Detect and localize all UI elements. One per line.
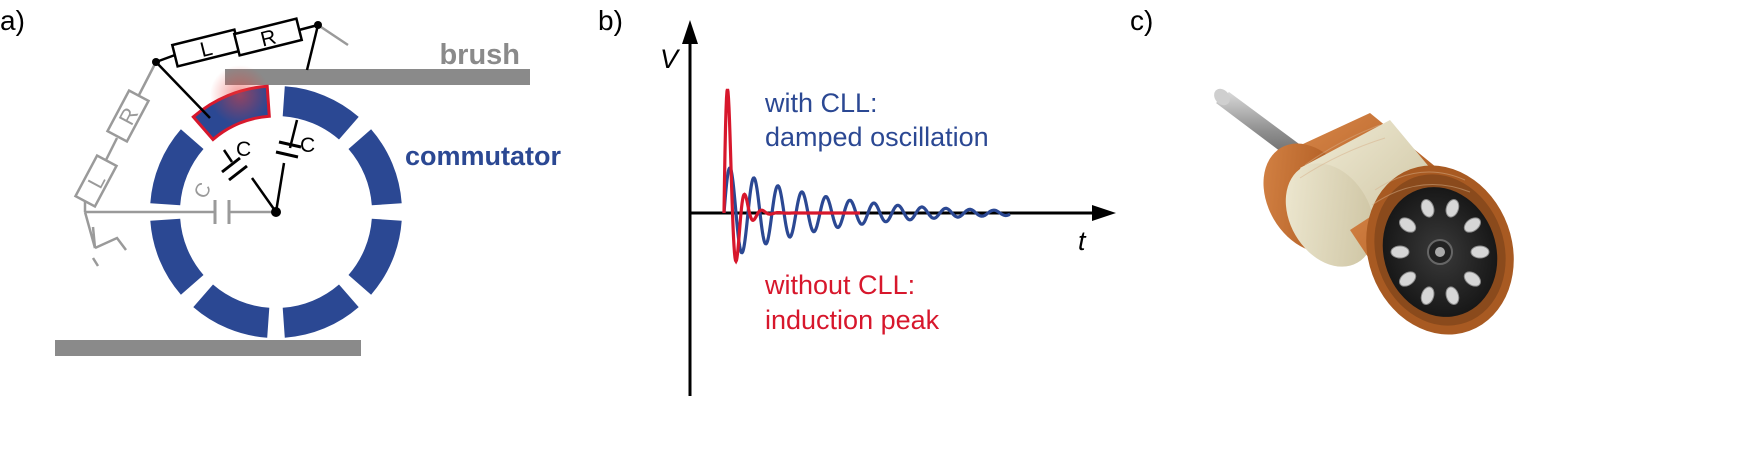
capacitor-right: C <box>275 134 315 159</box>
inductor-label: L <box>198 37 215 62</box>
node-right <box>314 21 322 29</box>
solder-tab <box>1399 217 1417 233</box>
capacitor-label-right: C <box>300 134 315 157</box>
solder-tab <box>1420 286 1435 305</box>
solder-tab <box>1399 271 1417 287</box>
commutator-segment <box>282 86 359 140</box>
y-axis-arrow <box>682 20 698 44</box>
faded-circuit <box>83 61 276 267</box>
solder-tab <box>1445 286 1460 305</box>
with-cll-desc: damped oscillation <box>765 122 989 152</box>
panel-c: c) <box>1130 5 1514 335</box>
panel-c-label: c) <box>1130 5 1153 36</box>
panel-a: a) brush commutator R L <box>0 5 562 356</box>
faded-inductor: L <box>73 153 119 209</box>
commutator-segment <box>282 284 359 338</box>
commutator-label: commutator <box>405 141 562 171</box>
without-cll-desc: induction peak <box>765 305 940 335</box>
motor-rotor-photo <box>1214 88 1514 335</box>
faded-capacitor: C <box>190 179 231 224</box>
coil-windings <box>1299 124 1471 206</box>
faded-wire-top <box>317 23 349 47</box>
solder-tab <box>1463 217 1481 233</box>
commutator-segment <box>348 218 402 295</box>
center-node <box>271 207 281 217</box>
commutator-tabs <box>1390 199 1490 305</box>
x-axis-label: t <box>1078 226 1087 256</box>
with-cll-title: with CLL: <box>764 88 878 118</box>
commutator-ring <box>150 84 402 338</box>
spark-glow <box>210 65 270 125</box>
node-left <box>152 58 160 66</box>
bottom-brush <box>55 340 361 356</box>
panel-b: b) V t with CLL: damped oscillation with… <box>598 5 1116 396</box>
curve-without-cll <box>722 88 860 265</box>
resistor-box-L: L <box>170 28 242 68</box>
panel-b-label: b) <box>598 5 623 36</box>
solder-tab <box>1420 199 1435 218</box>
commutator-segment <box>150 129 204 206</box>
without-cll-title: without CLL: <box>764 270 915 300</box>
x-axis-arrow <box>1092 205 1116 221</box>
commutator-segment <box>348 129 402 206</box>
faded-capacitor-label: C <box>190 179 216 202</box>
solder-tab <box>1470 245 1490 259</box>
commutator-segment <box>150 218 204 295</box>
panel-a-label: a) <box>0 5 25 36</box>
commutator-segment <box>193 284 270 338</box>
solder-tab <box>1390 245 1410 259</box>
top-brush <box>225 69 530 85</box>
capacitor-label-left: C <box>236 138 251 161</box>
y-axis-label: V <box>660 44 681 74</box>
solder-tab <box>1463 271 1481 287</box>
curve-with-cll <box>722 165 1011 255</box>
resistor-label: R <box>258 25 278 51</box>
resistor-box-R: R <box>232 17 304 57</box>
capacitor-left: C <box>221 138 251 182</box>
solder-tab <box>1445 199 1460 218</box>
faded-resistor: R <box>105 88 151 144</box>
brush-label: brush <box>439 39 520 71</box>
